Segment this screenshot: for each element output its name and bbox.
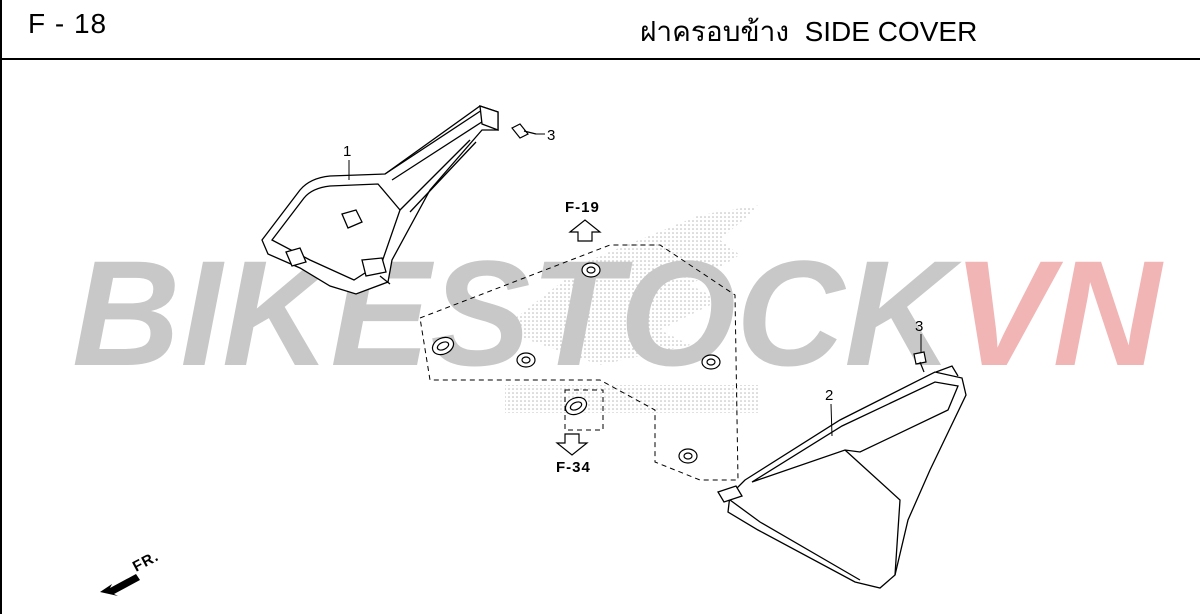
- front-direction-arrow-icon: [100, 574, 140, 596]
- page-code: F - 18: [28, 8, 108, 39]
- callout-part-2: 2: [825, 387, 833, 404]
- grommet[interactable]: [701, 354, 721, 370]
- watermark-main: BIKESTOCK: [72, 229, 962, 397]
- callout-leaders: [348, 133, 922, 437]
- callout-part-3-top: 3: [547, 127, 555, 144]
- grommet[interactable]: [678, 448, 698, 464]
- page-title: ฝาครอบข้าง SIDE COVER: [640, 16, 978, 47]
- front-direction-label: FR.: [130, 548, 162, 576]
- watermark-text: BIKESTOCKVN: [72, 229, 1164, 397]
- ref-down-label[interactable]: F-34: [556, 459, 591, 476]
- header-bar: F - 18 ฝาครอบข้าง SIDE COVER: [0, 0, 1200, 60]
- part-3-screw-top[interactable]: [511, 123, 537, 139]
- part-1-inner-cover[interactable]: [261, 105, 499, 295]
- ref-down-arrow[interactable]: [555, 433, 589, 456]
- grommets: [430, 262, 721, 464]
- part-3-screw-right[interactable]: [913, 351, 927, 373]
- grommet[interactable]: [430, 334, 457, 358]
- callout-part-1: 1: [343, 143, 351, 160]
- grommet-area: [419, 244, 739, 481]
- part-2-side-cover[interactable]: [717, 365, 967, 589]
- grommet[interactable]: [563, 394, 590, 418]
- watermark-accent: VN: [953, 229, 1164, 397]
- grommet[interactable]: [581, 262, 601, 278]
- ref-up-label[interactable]: F-19: [565, 199, 600, 216]
- callout-part-3-right: 3: [915, 318, 923, 335]
- wing-logo-watermark: [500, 205, 760, 413]
- ref-up-arrow[interactable]: [568, 219, 602, 242]
- grommet[interactable]: [516, 352, 536, 368]
